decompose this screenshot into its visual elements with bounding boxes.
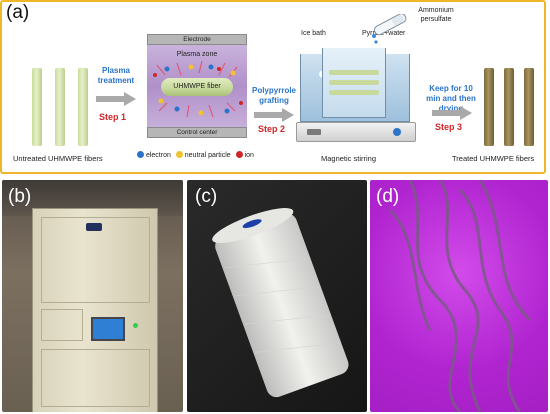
- plasma-zone-label: Plasma zone: [176, 51, 218, 58]
- stirrer-display: [307, 129, 321, 135]
- fiber-in-solution: [329, 70, 379, 75]
- step3-title: Keep for 10 min and then drying: [426, 84, 476, 113]
- stirrer-knob: [393, 128, 401, 136]
- power-indicator-icon: [133, 323, 138, 328]
- uhmwpe-fiber-cylinder: UHMWPE fiber: [161, 78, 233, 96]
- machine-lower-door: [41, 349, 150, 407]
- step2-arrow-icon: [254, 108, 294, 122]
- panel-b-label: (b): [8, 186, 32, 207]
- legend-neutral: neutral particle: [184, 152, 231, 159]
- machine-logo: [86, 223, 102, 231]
- machine-side-panel: [41, 309, 83, 341]
- panel-c-photo: (c): [187, 180, 367, 412]
- step2-label: Step 2: [258, 124, 286, 134]
- particle-legend: electron neutral particle ion: [137, 151, 254, 159]
- untreated-caption: Untreated UHMWPE fibers: [13, 154, 103, 163]
- plasma-particles-icon: [153, 60, 243, 118]
- inner-beaker: [322, 48, 386, 118]
- panel-b-photo: (b): [2, 180, 183, 412]
- step1-arrow-icon: [96, 92, 136, 106]
- panel-d-photo: (d): [370, 180, 548, 412]
- test-tube-icon: [372, 14, 407, 44]
- plasma-machine: [32, 208, 158, 412]
- step1-title: Plasma treatment: [97, 66, 135, 85]
- fiber-in-solution: [329, 80, 379, 85]
- control-screen[interactable]: [91, 317, 125, 341]
- pyrrole-label: Pyrrole+water: [362, 30, 406, 37]
- treated-fiber: [484, 68, 494, 146]
- electrode-bar: Electrode: [147, 34, 247, 45]
- control-center-bar: Control center: [147, 127, 247, 138]
- legend-ion: ion: [244, 152, 254, 159]
- panel-d-label: (d): [376, 186, 400, 207]
- fiber-spool-icon: [212, 208, 349, 398]
- untreated-fiber: [78, 68, 88, 146]
- stirring-caption: Magnetic stirring: [321, 154, 377, 163]
- legend-electron: electron: [145, 152, 171, 159]
- untreated-fiber: [32, 68, 42, 146]
- neutral-particle-icon: [175, 151, 183, 158]
- plasma-chamber: Electrode Plasma zone UHMWPE fiber Contr…: [147, 34, 247, 150]
- ammonium-label: Ammonium persulfate: [418, 7, 454, 23]
- step2-title: Polypyrrole grafting: [251, 86, 296, 105]
- ice-bath-beaker: [296, 40, 420, 144]
- treated-fiber: [524, 68, 534, 146]
- step3-arrow-icon: [432, 106, 472, 120]
- fiber-in-solution: [329, 90, 379, 95]
- panel-a-label: (a): [6, 2, 30, 23]
- treated-fiber: [504, 68, 514, 146]
- ion-icon: [235, 151, 243, 158]
- machine-upper-door: [41, 217, 150, 303]
- panel-a-schematic: (a) Untreated UHMWPE fibers Plasma treat…: [0, 0, 546, 174]
- ice-bath-label: Ice bath: [301, 30, 326, 37]
- untreated-fiber: [55, 68, 65, 146]
- magnetic-stirrer: [296, 122, 416, 142]
- uhmwpe-fiber-label: UHMWPE fiber: [173, 83, 221, 90]
- panel-c-label: (c): [195, 186, 218, 207]
- plasma-fibers-icon: [388, 180, 532, 412]
- plasma-zone: Plasma zone UHMWPE fiber: [147, 45, 247, 127]
- treated-caption: Treated UHMWPE fibers: [452, 154, 535, 163]
- electron-icon: [137, 151, 144, 158]
- step3-label: Step 3: [435, 122, 463, 132]
- step1-label: Step 1: [99, 112, 127, 122]
